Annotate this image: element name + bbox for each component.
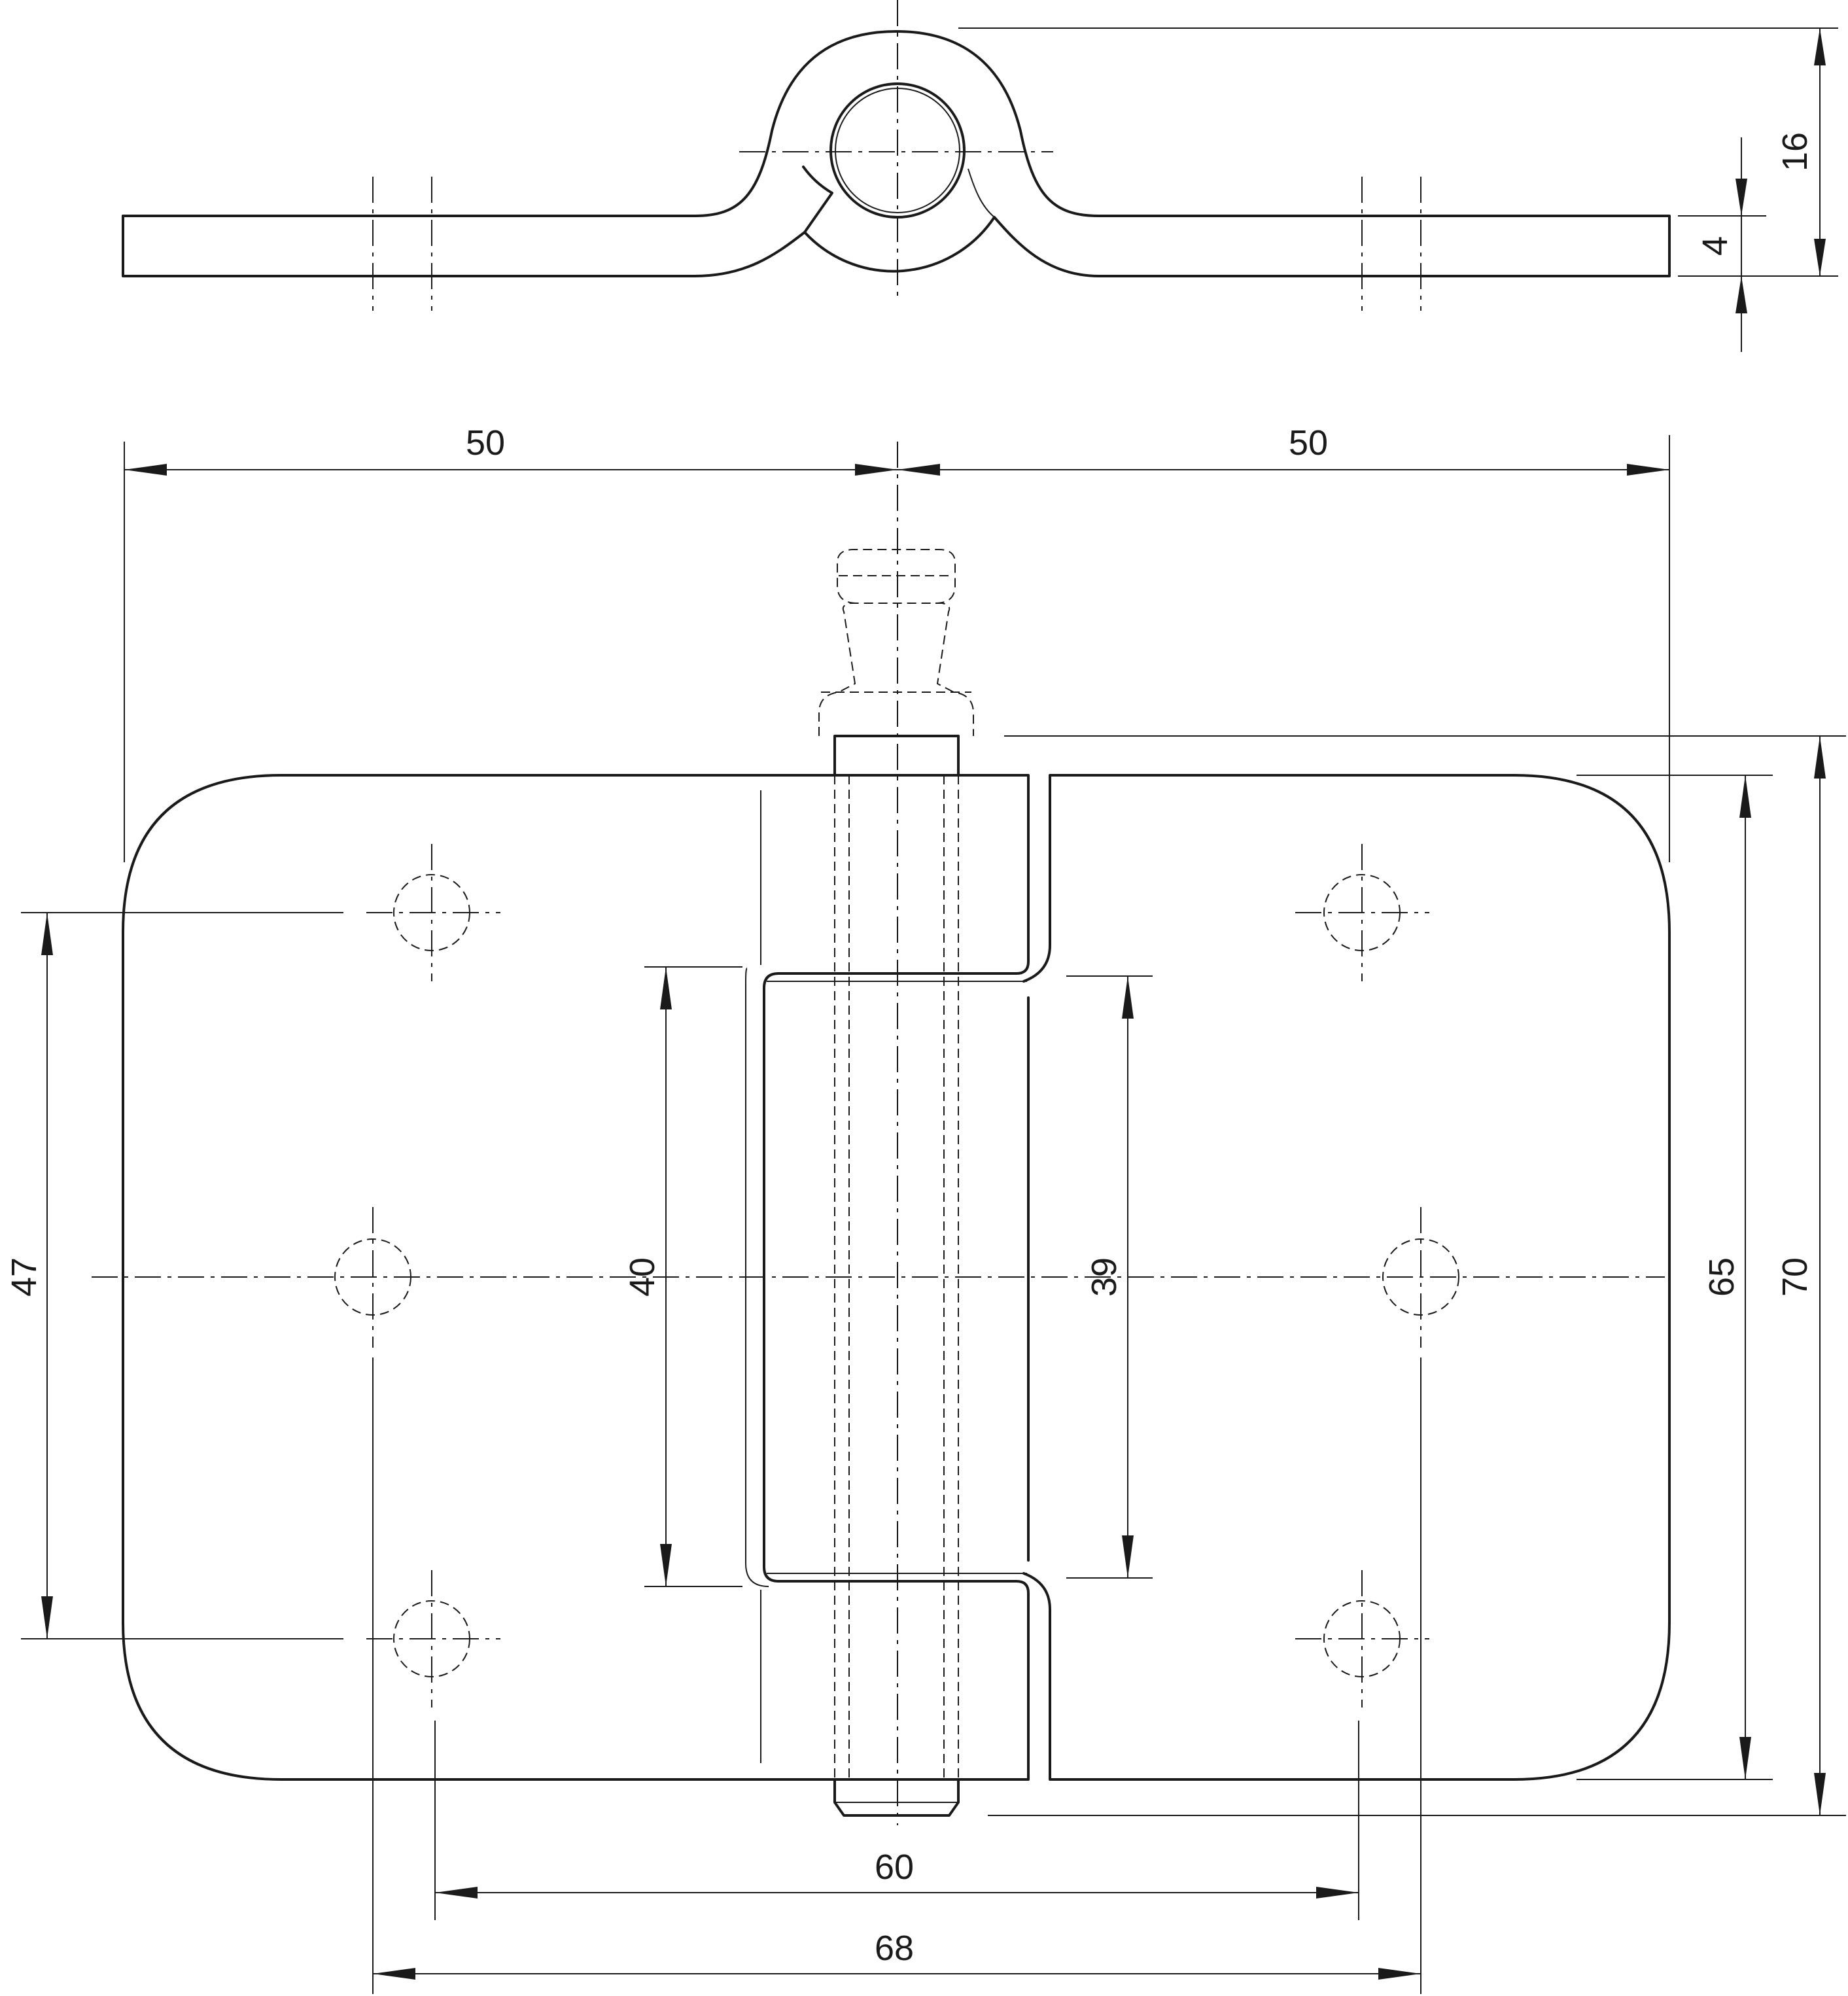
dim-70-label: 70 [1775,1257,1815,1297]
front-view: 50 50 47 40 39 65 70 [5,423,1846,1994]
top-view-profile [122,30,1671,277]
dim-16-arrow [1814,28,1826,65]
dim-68-arrow [373,1968,415,1980]
dim-60-arrow [435,1887,478,1899]
dim-65-arrow [1739,775,1751,818]
dim-50-arrow [898,464,940,476]
dim-40-arrow [660,967,672,1009]
dim-40-label: 40 [623,1257,662,1297]
pin-top [833,735,960,777]
pin-head-cap-phantom [837,549,956,604]
dim-4-label: 4 [1696,236,1735,256]
dim-50-arrow [855,464,898,476]
pin-bottom [833,1778,960,1817]
dim-39-arrow [1122,1535,1134,1578]
top-view-left-lower-edge [122,215,806,277]
dim-47-label: 47 [5,1257,44,1297]
dim-68-arrow [1378,1968,1421,1980]
dim-16-arrow [1814,239,1826,276]
pin-head-phantom [818,603,974,736]
dim-70-arrow [1814,1773,1826,1815]
top-view: 16 4 [122,0,1838,352]
dim-40-arrow [660,1544,672,1586]
dim-65-arrow [1739,1737,1751,1779]
dim-50-arrow [1627,464,1669,476]
left-leaf-inner-edge [745,782,1029,1587]
dim-47-arrow [41,1596,53,1639]
dim-60-arrow [1316,1887,1359,1899]
dim-60-label: 60 [875,1847,914,1887]
dim-39-label: 39 [1085,1257,1124,1297]
left-leaf-outline [122,774,1030,1781]
dim-47-arrow [41,913,53,955]
dim-70-arrow [1814,736,1826,779]
dim-65-label: 65 [1702,1257,1741,1297]
dim-4-arrow [1735,276,1747,313]
dim-50-right-label: 50 [1289,423,1328,463]
dim-39-arrow [1122,976,1134,1019]
dim-4-arrow [1735,179,1747,216]
right-leaf-outline [1022,774,1671,1781]
dim-68-label: 68 [875,1929,914,1968]
dim-50-left-label: 50 [466,423,505,463]
dim-50-arrow [124,464,167,476]
dim-16-label: 16 [1775,132,1815,171]
top-view-knuckle-hidden-arc [968,168,995,218]
